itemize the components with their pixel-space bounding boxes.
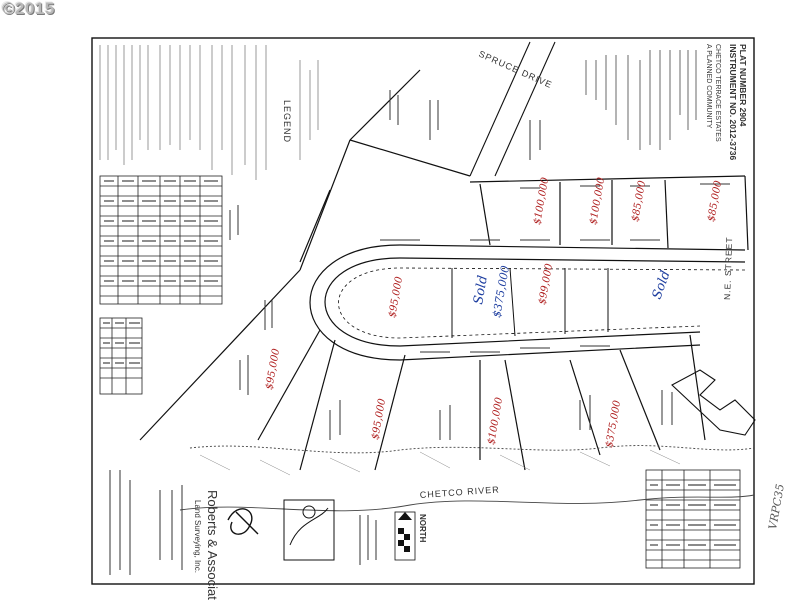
surveyor-sub: Land Surveying, Inc. (193, 500, 202, 573)
svg-text:A PLANNED COMMUNITY: A PLANNED COMMUNITY (705, 44, 712, 129)
spruce-drive (469, 41, 556, 177)
cul-de-sac-street (309, 244, 746, 361)
handwritten-margin-note: VRPC35 (766, 483, 787, 531)
copyright-watermark: ©2015 (2, 0, 55, 18)
street-label: N.E. STREET (722, 236, 734, 300)
lot-lines (139, 69, 749, 471)
handwritten-sold-1: Sold (471, 274, 491, 305)
building-outline (671, 369, 756, 436)
surveyor-stamp (283, 499, 335, 561)
surveyor-logo (227, 508, 259, 535)
svg-text:INSTRUMENT NO. 2012-3736: INSTRUMENT NO. 2012-3736 (728, 44, 738, 160)
north-label: NORTH (418, 514, 427, 543)
notes-region (99, 45, 267, 180)
line-table (99, 317, 143, 395)
svg-text:CHETCO TERRACE ESTATES: CHETCO TERRACE ESTATES (714, 44, 721, 142)
legend-heading: LEGEND (282, 100, 292, 143)
river-banks (179, 445, 755, 512)
svg-text:PLAT NUMBER 2904: PLAT NUMBER 2904 (738, 44, 748, 127)
title-block: PLAT NUMBER 2904 INSTRUMENT NO. 2012-373… (585, 44, 748, 160)
bottom-right-table (645, 469, 741, 569)
north-arrow (394, 511, 416, 561)
curve-table (99, 175, 223, 305)
sheet-border (91, 37, 755, 585)
surveyor-firm: Roberts & Associates (205, 490, 220, 600)
